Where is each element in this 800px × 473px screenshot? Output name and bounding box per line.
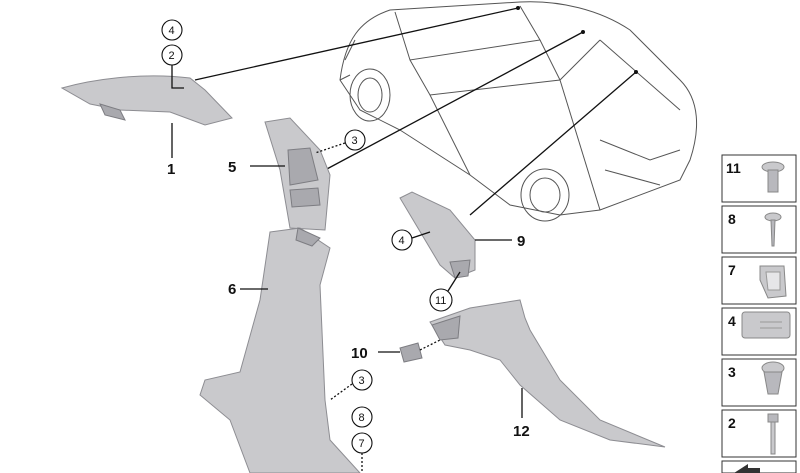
part-label-5: 5 [228,159,236,176]
part-12-trim: 12 [429,299,666,448]
screw-icon [764,212,782,247]
legend-num-4: 4 [728,313,736,329]
callout-2-top: 2 [169,50,175,62]
callout-group-top: 4 2 [161,19,184,89]
car-leader-lines [194,6,638,216]
part-5-trim: 5 3 [228,117,366,231]
legend-num-2: 2 [728,415,736,431]
car-outline [339,1,698,222]
legend-num-3: 3 [728,364,736,380]
legend-num-8: 8 [728,211,736,227]
part-label-9: 9 [517,233,525,250]
callout-7-low: 7 [359,438,365,450]
callout-4-mid: 4 [399,235,405,247]
part-label-10: 10 [351,345,368,362]
push-rivet-icon [761,161,785,193]
callout-8-low: 8 [359,412,365,424]
legend-num-7: 7 [728,262,736,278]
part-9-trim: 9 4 11 [391,191,525,312]
expanding-rivet-icon [761,361,785,395]
fastener-legend: 11 8 7 4 3 2 [721,154,797,473]
callout-4-top: 4 [169,25,175,37]
clip-icon [759,265,787,299]
part-1-trim: 1 [60,75,233,178]
callout-11-mid: 11 [435,295,446,307]
bolt-icon [767,413,779,455]
arrow-icon [734,464,760,473]
part-10-clip: 10 [351,334,451,363]
part-label-12: 12 [513,423,530,440]
part-label-6: 6 [228,281,236,298]
legend-num-11: 11 [726,160,741,176]
callout-3-mid: 3 [352,135,358,147]
callout-3-low: 3 [359,375,365,387]
part-6-pillar: 6 3 8 7 [199,227,373,473]
foam-pad-icon [741,311,791,339]
part-label-1: 1 [167,161,175,178]
